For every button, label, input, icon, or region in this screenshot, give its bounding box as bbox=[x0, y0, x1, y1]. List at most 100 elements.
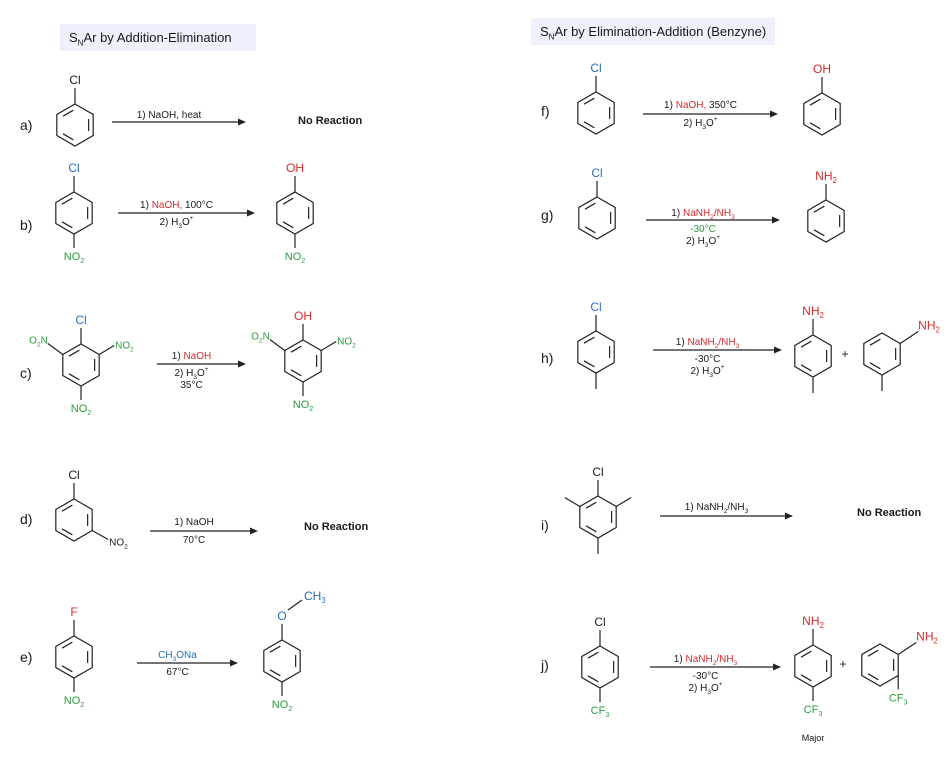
substituent-top: OH bbox=[813, 62, 831, 76]
text-segment: 2 bbox=[37, 342, 41, 349]
text-segment: 67°C bbox=[166, 667, 188, 678]
text-segment: 3 bbox=[904, 699, 908, 707]
arrow-head bbox=[230, 659, 238, 667]
text-segment: 2) H bbox=[686, 236, 705, 247]
double-bond bbox=[800, 364, 812, 372]
text-segment: OH bbox=[286, 161, 304, 175]
text-segment: 100°C bbox=[182, 200, 213, 211]
text-segment: NO bbox=[71, 403, 88, 415]
text-segment: 3 bbox=[193, 374, 197, 381]
double-bond bbox=[61, 221, 73, 229]
reaction-label: g) bbox=[541, 207, 553, 223]
text-segment: 3 bbox=[705, 242, 709, 249]
double-bond bbox=[869, 362, 881, 370]
double-bond bbox=[68, 349, 80, 357]
reaction-condition: 35°C bbox=[180, 380, 202, 391]
arrow-head bbox=[785, 512, 793, 520]
text-segment: NH bbox=[918, 319, 935, 333]
benzene-ring bbox=[62, 343, 100, 387]
text-segment: 3 bbox=[605, 711, 609, 719]
benzene-ring bbox=[807, 199, 845, 243]
text-segment: + bbox=[190, 215, 194, 222]
text-segment: 3 bbox=[321, 596, 325, 605]
reaction-condition: -30°C bbox=[695, 354, 721, 365]
text-segment: O bbox=[182, 217, 190, 228]
text-segment: NO bbox=[285, 251, 302, 263]
reaction-label: e) bbox=[20, 649, 32, 665]
benzene-ring bbox=[863, 332, 901, 376]
reaction-condition: 1) NaNH2/NH3 bbox=[676, 337, 740, 350]
no-reaction-text: No Reaction bbox=[298, 115, 362, 127]
text-segment: 2 bbox=[87, 409, 91, 417]
text-segment: 350°C bbox=[706, 100, 737, 111]
double-bond bbox=[809, 98, 821, 106]
substituent-top: OH bbox=[294, 309, 312, 323]
double-bond bbox=[584, 226, 596, 234]
double-bond bbox=[867, 673, 879, 681]
double-bond bbox=[869, 338, 881, 346]
reaction-condition: 70°C bbox=[183, 535, 205, 546]
text-segment: N bbox=[41, 336, 48, 347]
substituent-methyl: CH3 bbox=[304, 589, 326, 605]
no-reaction-text: No Reaction bbox=[857, 507, 921, 519]
reaction-condition: 1) NaOH, 100°C bbox=[140, 200, 213, 211]
double-bond bbox=[290, 345, 302, 353]
text-segment: c) bbox=[20, 365, 32, 381]
text-segment: 1) bbox=[664, 100, 676, 111]
benzene-ring bbox=[55, 191, 93, 235]
reaction-condition: 2) H3O+ bbox=[688, 681, 722, 696]
substituent-bond bbox=[899, 331, 919, 344]
text-segment: No Reaction bbox=[857, 507, 921, 519]
reaction-condition: 2) H3O+ bbox=[690, 364, 724, 379]
benzene-ring bbox=[55, 635, 93, 679]
text-segment: 2) H bbox=[690, 366, 709, 377]
reaction-condition: -30°C bbox=[693, 671, 719, 682]
double-bond bbox=[809, 122, 821, 130]
text-segment: Cl bbox=[68, 161, 79, 175]
text-segment: Cl bbox=[590, 61, 601, 75]
text-segment: 2 bbox=[309, 405, 313, 413]
text-segment: No Reaction bbox=[304, 521, 368, 533]
substituent-upper-right: NO2 bbox=[115, 341, 134, 354]
substituent-top: F bbox=[70, 605, 77, 619]
text-segment: NaNH bbox=[683, 208, 710, 219]
text-segment: /NH bbox=[727, 502, 744, 513]
text-segment: 35°C bbox=[180, 380, 202, 391]
reaction-condition: 1) NaOH, 350°C bbox=[664, 100, 737, 111]
text-segment: 2) H bbox=[159, 217, 178, 228]
text-segment: O bbox=[277, 609, 286, 623]
arrow-head bbox=[250, 527, 258, 535]
text-segment: -30°C bbox=[690, 224, 716, 235]
text-segment: + bbox=[719, 681, 723, 688]
text-segment: O bbox=[706, 118, 714, 129]
text-segment: 1) bbox=[674, 654, 686, 665]
reaction-condition: 1) NaOH bbox=[174, 517, 213, 528]
substituent-lower-right: NO2 bbox=[109, 538, 128, 551]
text-segment: O bbox=[29, 336, 37, 347]
reaction-condition: 2) H3O+ bbox=[159, 215, 193, 230]
benzene-ring bbox=[284, 339, 322, 383]
text-segment: O bbox=[708, 236, 716, 247]
double-bond bbox=[584, 202, 596, 210]
reaction-condition: 1) NaNH2/NH3 bbox=[685, 502, 749, 515]
text-segment: 2 bbox=[936, 326, 940, 335]
double-bond bbox=[583, 121, 595, 129]
text-segment: /NH bbox=[714, 208, 731, 219]
benzene-ring bbox=[577, 91, 615, 135]
header-left-title: SNAr by Addition-Elimination bbox=[69, 30, 232, 48]
text-segment: 3 bbox=[745, 508, 749, 515]
double-bond bbox=[587, 675, 599, 683]
plus-sign: + bbox=[839, 657, 846, 671]
text-segment: NH bbox=[802, 304, 819, 318]
double-bond bbox=[583, 97, 595, 105]
text-segment: NO bbox=[64, 695, 81, 707]
double-bond bbox=[813, 229, 825, 237]
arrow-head bbox=[772, 216, 780, 224]
substituent-meta: NH2 bbox=[916, 630, 938, 646]
text-segment: NO bbox=[115, 341, 130, 352]
substituent-top: NH2 bbox=[802, 304, 824, 320]
reaction-label: c) bbox=[20, 365, 32, 381]
text-segment: + bbox=[714, 116, 718, 123]
substituent-top: Cl bbox=[594, 615, 605, 629]
text-segment: -30°C bbox=[693, 671, 719, 682]
